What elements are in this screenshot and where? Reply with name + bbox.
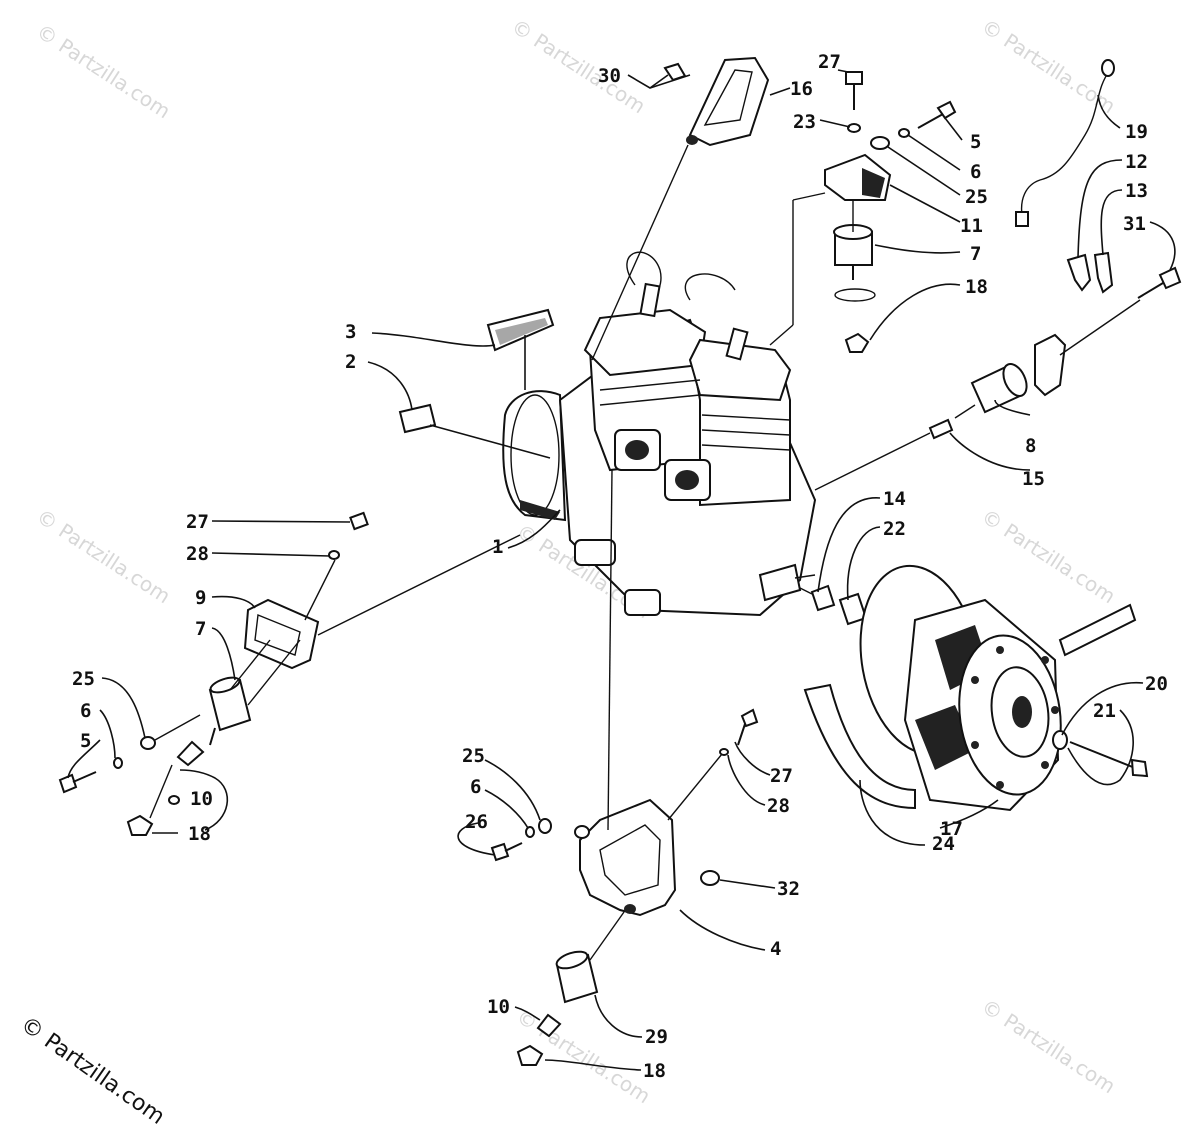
label-25-top: 25 xyxy=(965,186,988,208)
label-29: 29 xyxy=(645,1026,668,1048)
label-3: 3 xyxy=(345,321,356,343)
label-28-lower: 28 xyxy=(767,795,790,817)
label-5-left: 5 xyxy=(80,730,91,752)
label-10-left: 10 xyxy=(190,788,213,810)
label-6-left: 6 xyxy=(80,700,91,722)
label-11: 11 xyxy=(960,215,983,237)
label-27-left: 27 xyxy=(186,511,209,533)
watermark-6: © Partzilla.com xyxy=(977,504,1120,608)
label-5-top: 5 xyxy=(970,131,981,153)
part-19-wire xyxy=(1015,59,1115,227)
bushings-14-22 xyxy=(799,584,868,626)
label-25-lower: 25 xyxy=(462,745,485,767)
label-17: 17 xyxy=(940,818,963,840)
label-19: 19 xyxy=(1125,121,1148,143)
label-13: 13 xyxy=(1125,180,1148,202)
watermark-2: © Partzilla.com xyxy=(507,14,650,118)
engine-block xyxy=(502,251,817,617)
label-6-top: 6 xyxy=(970,161,981,183)
part-16-bracket xyxy=(663,56,770,147)
label-1: 1 xyxy=(492,536,503,558)
label-25-left: 25 xyxy=(72,668,95,690)
watermark-8: © Partzilla.com xyxy=(977,994,1120,1098)
label-12: 12 xyxy=(1125,151,1148,173)
decals xyxy=(398,308,555,434)
label-14: 14 xyxy=(883,488,906,510)
label-28-left: 28 xyxy=(186,543,209,565)
label-16: 16 xyxy=(790,78,813,100)
part-8-isolator xyxy=(814,363,1028,491)
label-15: 15 xyxy=(1022,468,1045,490)
upper-mount-parts xyxy=(824,71,957,353)
label-8: 8 xyxy=(1025,435,1036,457)
label-23: 23 xyxy=(793,111,816,133)
label-21: 21 xyxy=(1093,700,1116,722)
label-18-top: 18 xyxy=(965,276,988,298)
label-27-lower: 27 xyxy=(770,765,793,787)
label-20: 20 xyxy=(1145,673,1168,695)
label-2: 2 xyxy=(345,351,356,373)
watermark-4: © Partzilla.com xyxy=(32,504,175,608)
label-30: 30 xyxy=(598,65,621,87)
label-4: 4 xyxy=(770,938,781,960)
label-32: 32 xyxy=(777,878,800,900)
label-leaders xyxy=(67,69,1176,1071)
label-24: 24 xyxy=(932,833,955,855)
label-27-top: 27 xyxy=(818,51,841,73)
label-10-lower: 10 xyxy=(487,996,510,1018)
watermark-3: © Partzilla.com xyxy=(977,14,1120,118)
clutch-assembly xyxy=(803,564,1149,812)
label-7-top: 7 xyxy=(970,243,981,265)
label-26: 26 xyxy=(465,811,488,833)
part-labels: 30 16 27 23 5 6 25 11 7 18 19 12 13 31 3… xyxy=(72,51,1168,1082)
label-9: 9 xyxy=(195,587,206,609)
assembly-lines xyxy=(591,144,854,361)
label-7-left: 7 xyxy=(195,618,206,640)
label-18-lower: 18 xyxy=(643,1060,666,1082)
fork-parts xyxy=(1034,251,1182,397)
left-mount-parts xyxy=(58,511,521,836)
watermark-1: © Partzilla.com xyxy=(32,19,175,123)
label-31: 31 xyxy=(1123,213,1146,235)
label-6-lower: 6 xyxy=(470,776,481,798)
lower-mount-parts xyxy=(490,469,759,1066)
label-22: 22 xyxy=(883,518,906,540)
label-18-left: 18 xyxy=(188,823,211,845)
